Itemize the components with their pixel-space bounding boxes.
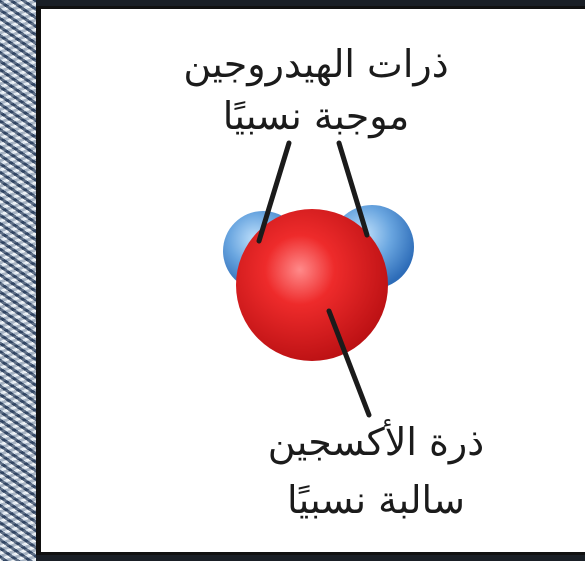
snow-texture-strip (0, 0, 36, 561)
oxygen-label-line2: سالبة نسبيًا (211, 475, 541, 525)
hydrogen-label-line1: ذرات الهيدروجين (131, 39, 501, 89)
oxygen-label-line1: ذرة الأكسجين (211, 417, 541, 467)
hydrogen-label-line2: موجبة نسبيًا (151, 91, 481, 141)
diagram-panel: ذرات الهيدروجين موجبة نسبيًا ذرة الأكسجي… (36, 6, 585, 555)
